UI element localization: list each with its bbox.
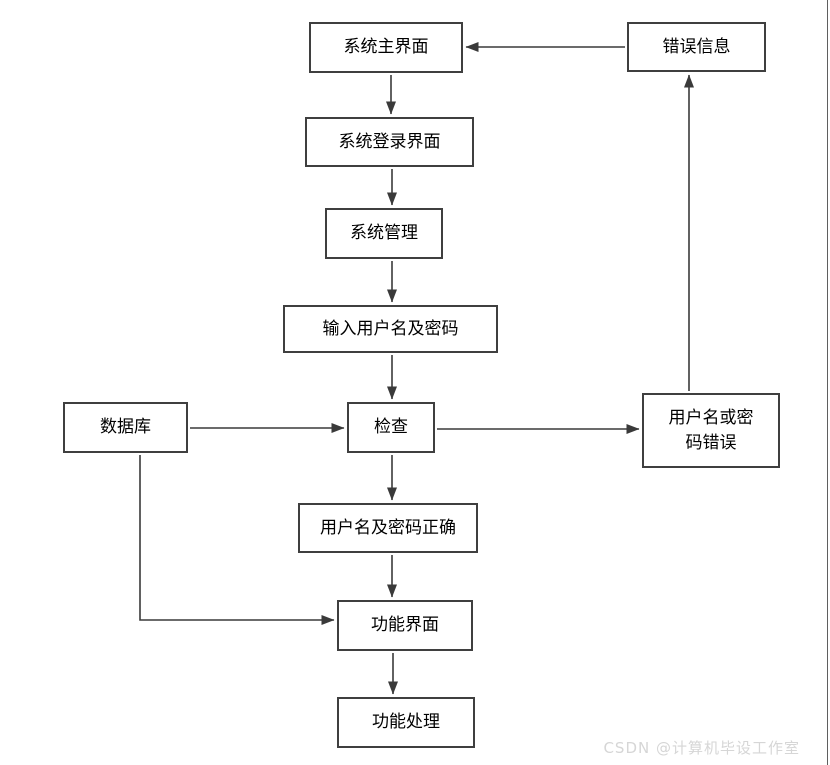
node-function-process: 功能处理 bbox=[337, 697, 475, 748]
node-main-ui: 系统主界面 bbox=[309, 22, 463, 73]
wrong-credentials-label: 用户名或密码错误 bbox=[668, 407, 754, 453]
node-correct-credentials: 用户名及密码正确 bbox=[298, 503, 478, 553]
node-wrong-credentials: 用户名或密码错误 bbox=[642, 393, 780, 468]
node-error-info: 错误信息 bbox=[627, 22, 766, 72]
node-database: 数据库 bbox=[63, 402, 188, 453]
page-right-edge-divider bbox=[827, 0, 828, 765]
node-function-ui: 功能界面 bbox=[337, 600, 473, 651]
node-input-credentials: 输入用户名及密码 bbox=[283, 305, 498, 353]
csdn-watermark: CSDN @计算机毕设工作室 bbox=[603, 739, 800, 757]
node-check: 检查 bbox=[347, 402, 435, 453]
node-login-ui: 系统登录界面 bbox=[305, 117, 474, 167]
node-system-mgmt: 系统管理 bbox=[325, 208, 443, 259]
